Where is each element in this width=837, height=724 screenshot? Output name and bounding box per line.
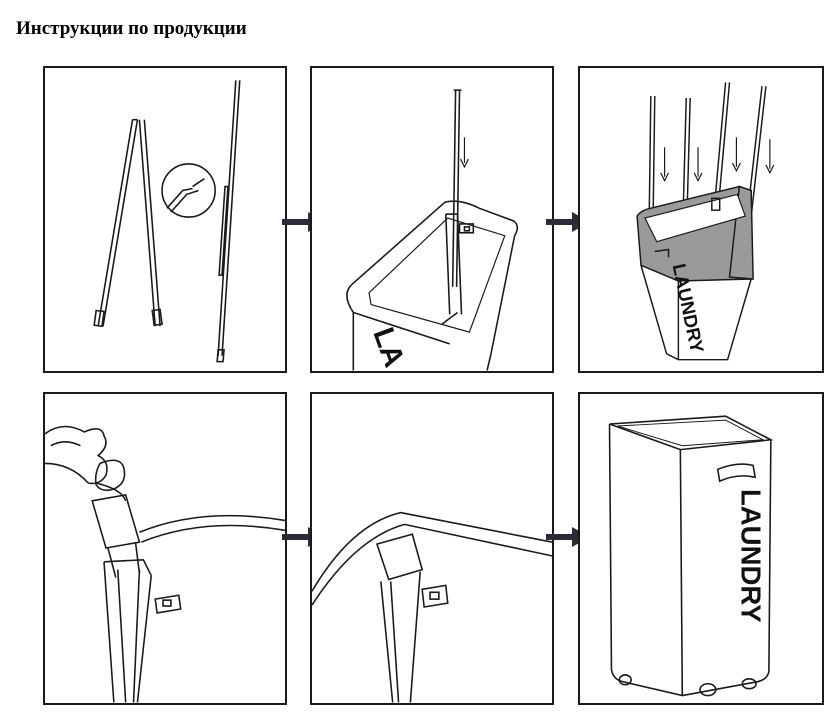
- insert-rod-illustration: LA: [346, 89, 519, 371]
- basket-label: LAUNDRY: [735, 489, 766, 623]
- step-1-panel: [43, 66, 287, 373]
- page-title: Инструкции по продукции: [16, 18, 247, 39]
- step-6-panel: LAUNDRY: [578, 392, 824, 705]
- basket-label-partial: LA: [366, 323, 410, 371]
- assembled-basket-illustration: LAUNDRY: [608, 415, 774, 697]
- fit-rod-end-illustration: [45, 425, 285, 703]
- step-5-panel: [310, 392, 554, 705]
- rods-illustration: [93, 80, 241, 363]
- step-4-panel: [43, 392, 287, 705]
- step-3-panel: LAUNDRY: [578, 66, 824, 373]
- tuck-sleeve-illustration: [312, 511, 552, 703]
- step-2-panel: LA: [310, 66, 554, 373]
- four-rods-illustration: LAUNDRY: [636, 82, 775, 361]
